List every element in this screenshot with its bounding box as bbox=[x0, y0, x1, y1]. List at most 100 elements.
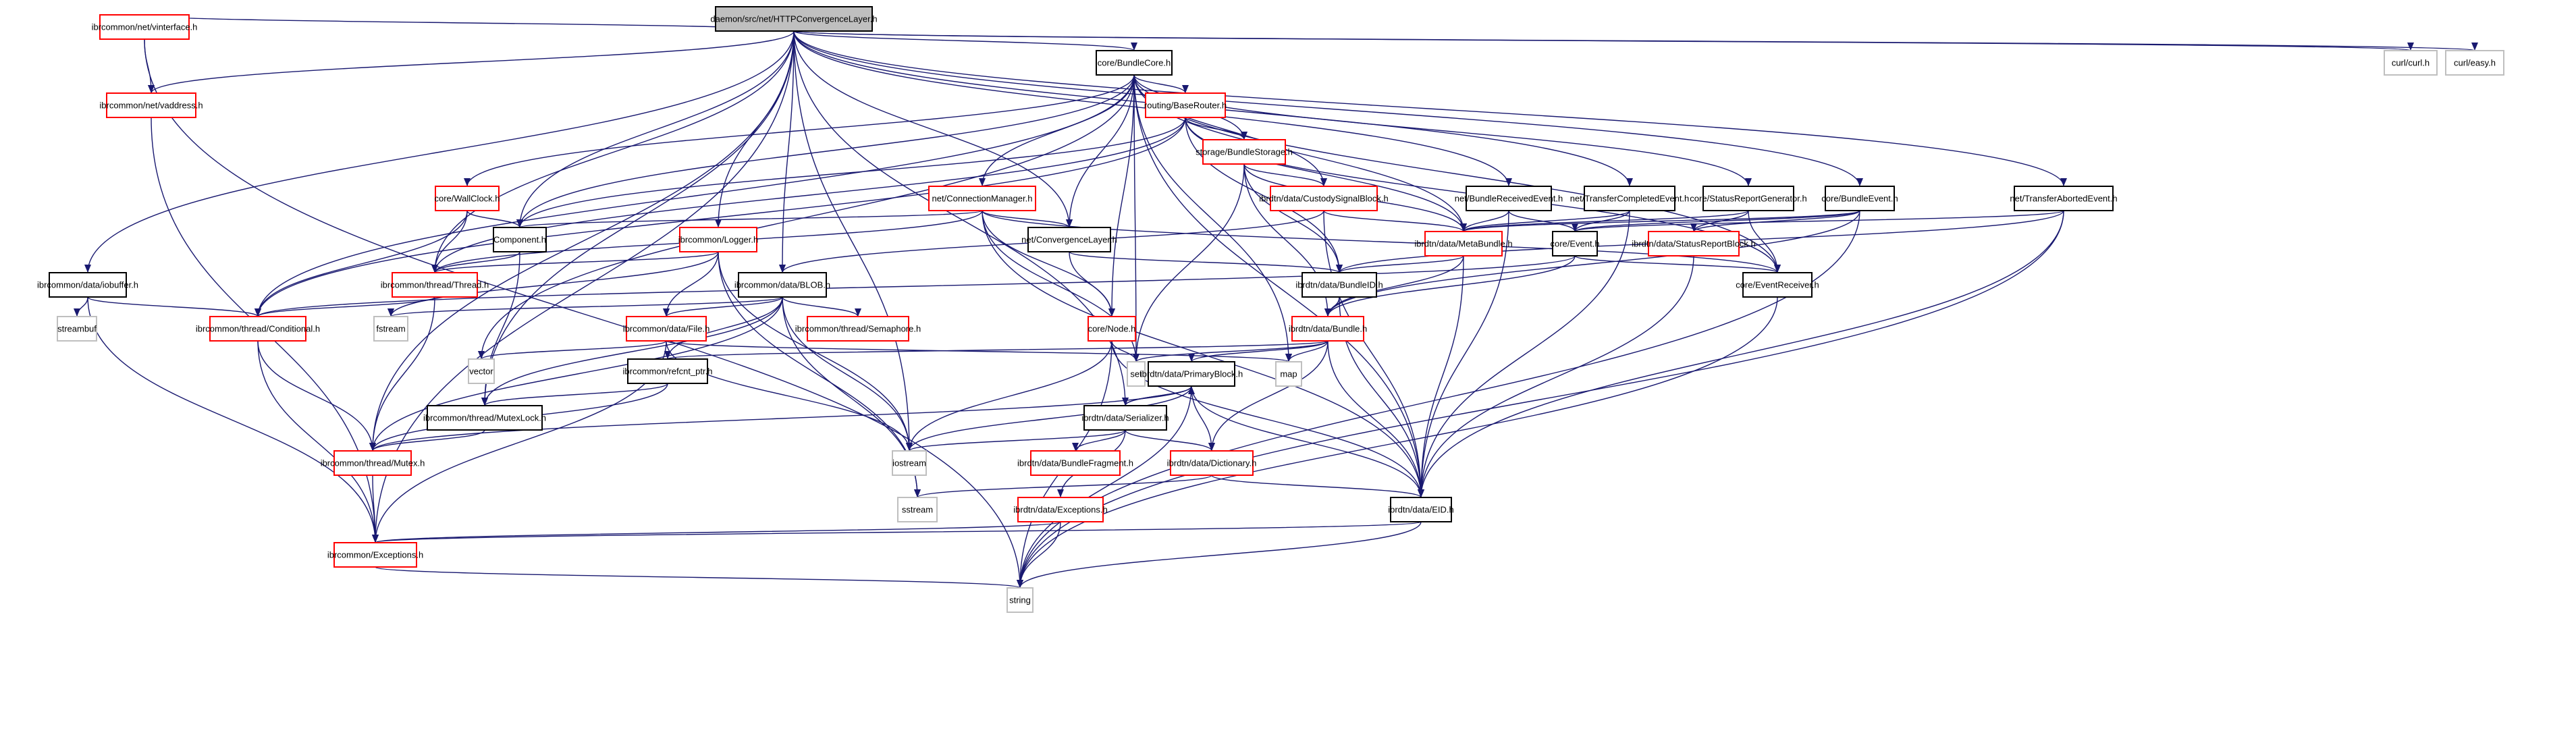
node-box bbox=[1088, 316, 1136, 342]
graph-node-exceptions[interactable]: ibrcommon/Exceptions.h bbox=[327, 542, 423, 568]
node-box bbox=[493, 227, 547, 252]
graph-node-vector[interactable]: vector bbox=[468, 358, 495, 384]
graph-node-mutex[interactable]: ibrcommon/thread/Mutex.h bbox=[321, 450, 425, 476]
edge-metabundle-to-bundleid bbox=[1339, 255, 1464, 273]
graph-node-custody[interactable]: ibrdtn/data/CustodySignalBlock.h bbox=[1259, 186, 1389, 211]
edge-eid-to-exceptions bbox=[375, 521, 1422, 543]
graph-node-sstream[interactable]: sstream bbox=[897, 497, 938, 522]
edge-root-to-tae bbox=[793, 30, 2064, 187]
node-box bbox=[1083, 405, 1167, 431]
node-box bbox=[49, 272, 127, 298]
node-box bbox=[1030, 450, 1121, 476]
graph-node-baserouter[interactable]: routing/BaseRouter.h bbox=[1144, 92, 1227, 118]
node-label: ibrdtn/data/Bundle.h bbox=[1289, 324, 1367, 334]
edge-root-to-thread bbox=[434, 30, 795, 273]
graph-node-bundlestorage[interactable]: storage/BundleStorage.h bbox=[1196, 139, 1293, 165]
graph-node-map[interactable]: map bbox=[1275, 361, 1302, 387]
edge-serializer-to-bundlefragment bbox=[1075, 429, 1126, 452]
graph-node-curl[interactable]: curl/curl.h bbox=[2384, 50, 2438, 76]
graph-node-eid[interactable]: ibrdtn/data/EID.h bbox=[1388, 497, 1454, 522]
graph-node-convlayer[interactable]: net/ConvergenceLayer.h bbox=[1021, 227, 1117, 252]
graph-node-thread[interactable]: ibrcommon/thread/Thread.h bbox=[381, 272, 489, 298]
node-box bbox=[392, 272, 478, 298]
edge-connmgr-to-node bbox=[982, 210, 1112, 317]
edge-thread-to-conditional bbox=[257, 296, 435, 317]
graph-node-root[interactable]: daemon/src/net/HTTPConvergenceLayer.h bbox=[710, 6, 878, 32]
edge-vinterface-to-string bbox=[144, 38, 1021, 589]
graph-node-connmgr[interactable]: net/ConnectionManager.h bbox=[928, 186, 1036, 211]
edge-connmgr-to-eventreceiver bbox=[982, 210, 1778, 273]
graph-node-srb[interactable]: ibrdtn/data/StatusReportBlock.h bbox=[1632, 231, 1756, 256]
graph-node-blob[interactable]: ibrcommon/data/BLOB.h bbox=[734, 272, 830, 298]
graph-node-wallclock[interactable]: core/WallClock.h bbox=[434, 186, 500, 211]
edge-dictionary-to-eid bbox=[1211, 475, 1422, 498]
arrowhead-icon bbox=[664, 351, 671, 359]
node-label: ibrcommon/thread/Semaphore.h bbox=[795, 324, 921, 334]
graph-node-tce[interactable]: net/TransferCompletedEvent.h bbox=[1570, 186, 1690, 211]
arrowhead-icon bbox=[979, 178, 986, 186]
edge-blob-to-semaphore bbox=[782, 296, 859, 317]
arrowhead-icon bbox=[2407, 43, 2414, 51]
graph-node-mutexlock[interactable]: ibrcommon/thread/MutexLock.h bbox=[423, 405, 546, 431]
edge-blob-to-fstream bbox=[390, 296, 783, 317]
node-label: ibrcommon/Logger.h bbox=[678, 235, 759, 245]
graph-node-iobuffer[interactable]: ibrcommon/data/iobuffer.h bbox=[37, 272, 138, 298]
graph-node-primaryblock[interactable]: ibrdtn/data/PrimaryBlock.h bbox=[1140, 361, 1243, 387]
graph-node-srg[interactable]: core/StatusReportGenerator.h bbox=[1690, 186, 1807, 211]
arrowhead-icon bbox=[481, 398, 488, 406]
arrowhead-icon bbox=[906, 443, 913, 451]
arrowhead-icon bbox=[1188, 386, 1195, 394]
arrowhead-icon bbox=[1131, 43, 1137, 51]
graph-node-eventreceiver[interactable]: core/EventReceiver.h bbox=[1736, 272, 1819, 298]
graph-node-set[interactable]: set bbox=[1127, 361, 1146, 387]
node-label: iostream bbox=[892, 458, 926, 468]
node-label: ibrcommon/thread/Conditional.h bbox=[196, 324, 320, 334]
graph-node-semaphore[interactable]: ibrcommon/thread/Semaphore.h bbox=[795, 316, 921, 342]
graph-node-serializer[interactable]: ibrdtn/data/Serializer.h bbox=[1081, 405, 1169, 431]
edge-bre-to-metabundle bbox=[1463, 210, 1509, 232]
graph-node-bundleid[interactable]: ibrdtn/data/BundleID.h bbox=[1295, 272, 1383, 298]
arrowhead-icon bbox=[1690, 223, 1697, 232]
edge-bundle-to-dictionary bbox=[1211, 340, 1329, 452]
graph-node-node[interactable]: core/Node.h bbox=[1088, 316, 1136, 342]
graph-node-tae[interactable]: net/TransferAbortedEvent.h bbox=[2010, 186, 2118, 211]
graph-node-dtnexceptions[interactable]: ibrdtn/data/Exceptions.h bbox=[1013, 497, 1108, 522]
graph-node-bundlefragment[interactable]: ibrdtn/data/BundleFragment.h bbox=[1017, 450, 1133, 476]
graph-node-streambuf[interactable]: streambuf bbox=[57, 316, 97, 342]
arrowhead-icon bbox=[1418, 489, 1424, 497]
graph-node-event[interactable]: core/Event.h bbox=[1551, 231, 1600, 256]
node-box bbox=[1027, 227, 1111, 252]
edge-bundlecore-to-component bbox=[519, 74, 1135, 228]
graph-node-vaddress[interactable]: ibrcommon/net/vaddress.h bbox=[99, 92, 203, 118]
edge-bundlecore-to-node bbox=[1111, 74, 1135, 317]
graph-node-easy[interactable]: curl/easy.h bbox=[2445, 50, 2504, 76]
edge-dtnexceptions-to-exceptions bbox=[375, 521, 1061, 543]
graph-node-refcnt[interactable]: ibrcommon/refcnt_ptr.h bbox=[623, 358, 713, 384]
edge-baserouter-to-metabundle bbox=[1185, 117, 1464, 232]
graph-node-logger[interactable]: ibrcommon/Logger.h bbox=[678, 227, 759, 252]
edge-bundlecore-to-map bbox=[1133, 74, 1289, 362]
graph-node-metabundle[interactable]: ibrdtn/data/MetaBundle.h bbox=[1414, 231, 1513, 256]
edge-primaryblock-to-iostream bbox=[909, 385, 1192, 452]
graph-node-file[interactable]: ibrcommon/data/File.h bbox=[623, 316, 710, 342]
node-label: sstream bbox=[902, 505, 933, 515]
graph-node-conditional[interactable]: ibrcommon/thread/Conditional.h bbox=[196, 316, 320, 342]
node-box bbox=[928, 186, 1036, 211]
graph-node-dictionary[interactable]: ibrdtn/data/Dictionary.h bbox=[1167, 450, 1257, 476]
graph-node-bre[interactable]: net/BundleReceivedEvent.h bbox=[1455, 186, 1563, 211]
graph-node-iostream[interactable]: iostream bbox=[892, 450, 927, 476]
edge-event-to-conditional bbox=[257, 255, 1576, 317]
graph-node-bundlecore[interactable]: core/BundleCore.h bbox=[1096, 50, 1173, 76]
graph-node-vinterface[interactable]: ibrcommon/net/vinterface.h bbox=[92, 14, 198, 40]
edge-eid-to-string bbox=[1019, 521, 1422, 589]
graph-node-component[interactable]: Component.h bbox=[493, 227, 547, 252]
arrowhead-icon bbox=[1017, 580, 1023, 588]
node-label: routing/BaseRouter.h bbox=[1144, 101, 1227, 111]
edge-srb-to-eid bbox=[1420, 255, 1694, 498]
graph-node-string[interactable]: string bbox=[1007, 587, 1034, 613]
graph-node-bundleevent[interactable]: core/BundleEvent.h bbox=[1821, 186, 1898, 211]
arrowhead-icon bbox=[1208, 443, 1215, 451]
edge-exceptions-to-string bbox=[375, 566, 1021, 589]
graph-node-fstream[interactable]: fstream bbox=[373, 316, 408, 342]
graph-node-bundle[interactable]: ibrdtn/data/Bundle.h bbox=[1289, 316, 1367, 342]
